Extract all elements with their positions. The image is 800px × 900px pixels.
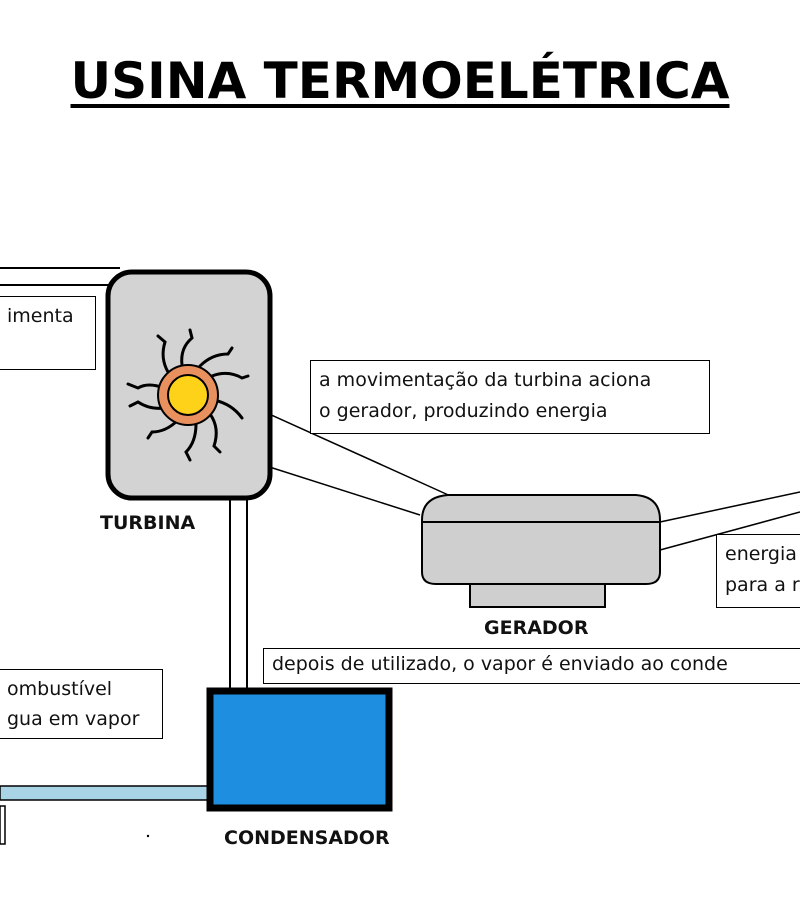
generator-output-lines	[659, 491, 800, 551]
stray-dot	[146, 834, 150, 838]
turbine-label: TURBINA	[100, 512, 196, 534]
condenser	[206, 687, 393, 812]
generator	[421, 494, 661, 608]
partial-box-bottom-left	[0, 805, 6, 845]
note-fuel: ombustível gua em vapor	[0, 669, 163, 739]
note-condenser: depois de utilizado, o vapor é enviado a…	[263, 648, 800, 684]
turbine-condenser-pipe	[229, 498, 248, 690]
turbine-rotor-core	[167, 374, 209, 416]
note-turbine-generator: a movimentação da turbina aciona o gerad…	[310, 360, 710, 434]
note-generator-right: energia para a r	[716, 534, 800, 608]
steam-inlet-pipe	[0, 267, 120, 286]
water-return-pipe	[0, 785, 211, 801]
diagram-title: USINA TERMOELÉTRICA	[70, 52, 730, 110]
note-top-left: imenta	[0, 296, 96, 370]
generator-label: GERADOR	[484, 617, 589, 639]
condenser-label: CONDENSADOR	[224, 827, 390, 849]
